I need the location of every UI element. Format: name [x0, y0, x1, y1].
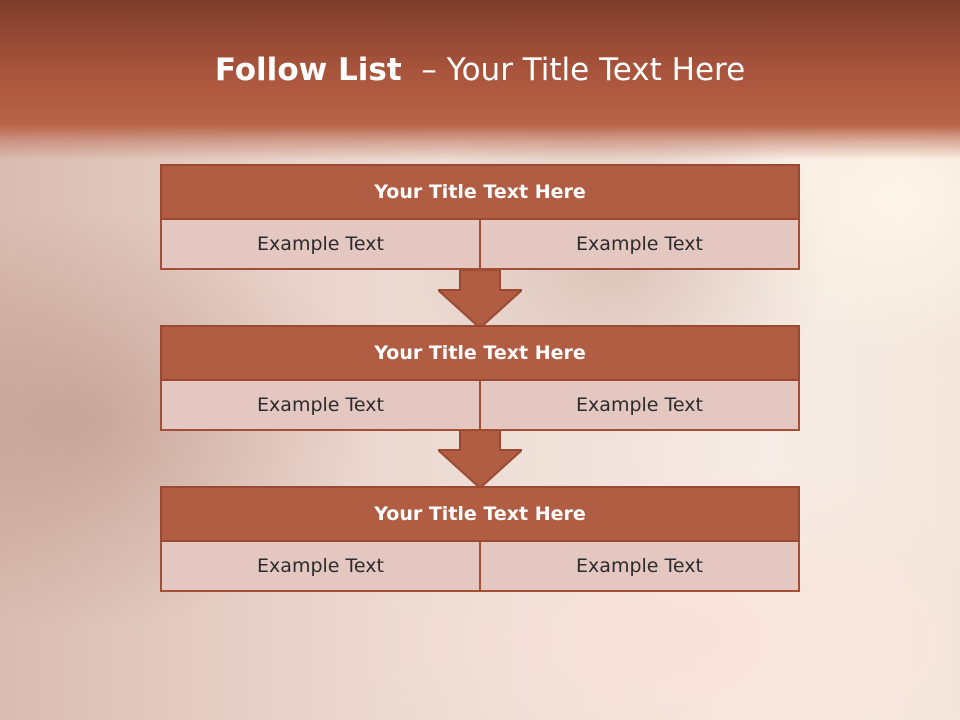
follow-block-3: Your Title Text Here Example Text Exampl…	[160, 486, 800, 592]
slide-title: Follow List – Your Title Text Here	[0, 52, 960, 88]
down-arrow-icon	[438, 270, 522, 330]
header-band	[0, 0, 960, 160]
block-cell-left: Example Text	[160, 542, 481, 592]
slide-title-rest: – Your Title Text Here	[401, 52, 746, 88]
block-title: Your Title Text Here	[160, 325, 800, 381]
down-arrow-icon	[438, 430, 522, 490]
follow-block-2: Your Title Text Here Example Text Exampl…	[160, 325, 800, 431]
block-cell-right: Example Text	[481, 220, 800, 270]
block-cell-left: Example Text	[160, 220, 481, 270]
block-cell-right: Example Text	[481, 542, 800, 592]
block-cells: Example Text Example Text	[160, 381, 800, 431]
follow-block-1: Your Title Text Here Example Text Exampl…	[160, 164, 800, 270]
slide-title-bold: Follow List	[214, 52, 402, 88]
block-cells: Example Text Example Text	[160, 542, 800, 592]
block-title: Your Title Text Here	[160, 164, 800, 220]
block-cells: Example Text Example Text	[160, 220, 800, 270]
block-title: Your Title Text Here	[160, 486, 800, 542]
block-cell-right: Example Text	[481, 381, 800, 431]
block-cell-left: Example Text	[160, 381, 481, 431]
